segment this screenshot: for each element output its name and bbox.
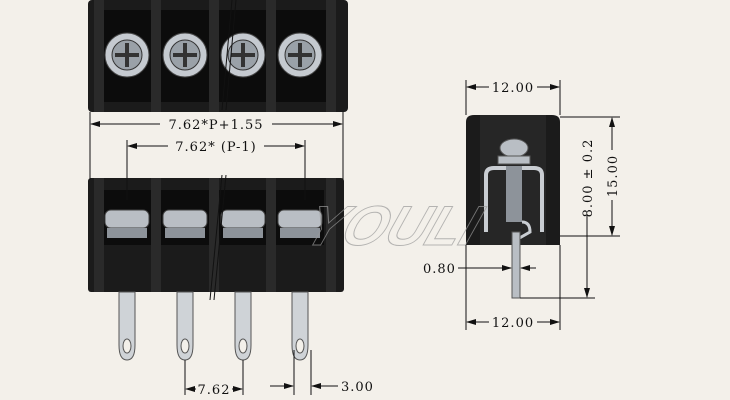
pin (176, 291, 194, 361)
divider (326, 0, 336, 112)
svg-text:3.00: 3.00 (341, 380, 374, 395)
dim-pin-span: 7.62* (P-1) (126, 137, 306, 200)
top-terminal-screw (274, 10, 326, 102)
divider (94, 0, 104, 112)
pin (118, 291, 136, 361)
divider (151, 0, 161, 112)
top-view (88, 0, 348, 112)
dim-width-top: 12.00 (465, 79, 561, 115)
svg-text:8.00 ± 0.2: 8.00 ± 0.2 (581, 139, 596, 218)
svg-text:12.00: 12.00 (492, 316, 534, 331)
divider (94, 178, 104, 292)
top-terminal-screw (159, 10, 211, 102)
divider (266, 178, 276, 292)
side-view (466, 115, 560, 299)
dim-pin-length: 8.00 ± 0.2 (520, 139, 596, 299)
svg-text:7.62* (P-1): 7.62* (P-1) (175, 140, 256, 155)
svg-text:7.62: 7.62 (198, 383, 231, 398)
front-terminal (161, 190, 209, 245)
divider (209, 0, 219, 112)
dim-width-bottom: 12.00 (465, 245, 561, 331)
watermark-logo: YOULI (296, 196, 492, 258)
side-pin (511, 231, 521, 299)
front-terminal (103, 190, 151, 245)
dim-pin-thickness: 0.80 (423, 262, 536, 277)
svg-text:0.80: 0.80 (423, 262, 456, 277)
dim-overall-length: 7.62*P+1.55 (89, 112, 344, 180)
divider (209, 178, 219, 292)
front-terminal (219, 190, 267, 245)
svg-text:12.00: 12.00 (492, 81, 534, 96)
top-terminal-screw (217, 10, 269, 102)
pin (291, 291, 309, 361)
dim-pin-width: 3.00 (270, 350, 374, 395)
divider (151, 178, 161, 292)
divider (326, 178, 336, 292)
pin (234, 291, 252, 361)
dim-pitch: 7.62 (184, 360, 244, 398)
svg-text:15.00: 15.00 (606, 155, 621, 197)
divider (266, 0, 276, 112)
dim-height: 15.00 (560, 116, 621, 237)
svg-text:7.62*P+1.55: 7.62*P+1.55 (168, 118, 263, 133)
front-terminal (276, 190, 324, 245)
top-terminal-screw (101, 10, 153, 102)
front-view (88, 178, 344, 361)
